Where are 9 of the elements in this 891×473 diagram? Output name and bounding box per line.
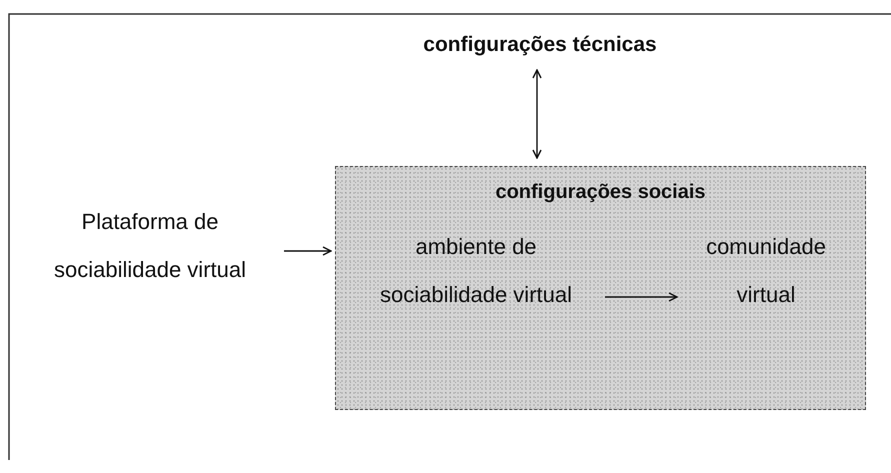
group-title: configurações sociais [494,180,707,205]
arrow [605,292,678,302]
heading-text: configurações técnicas [422,32,658,58]
shaded-group-box [335,166,866,410]
arrow [284,246,332,256]
node-text: Plataforma de sociabilidade virtual [53,208,247,284]
arrow [532,69,542,159]
node-text: ambiente de sociabilidade virtual [379,233,573,309]
node-text: comunidade virtual [705,233,827,309]
